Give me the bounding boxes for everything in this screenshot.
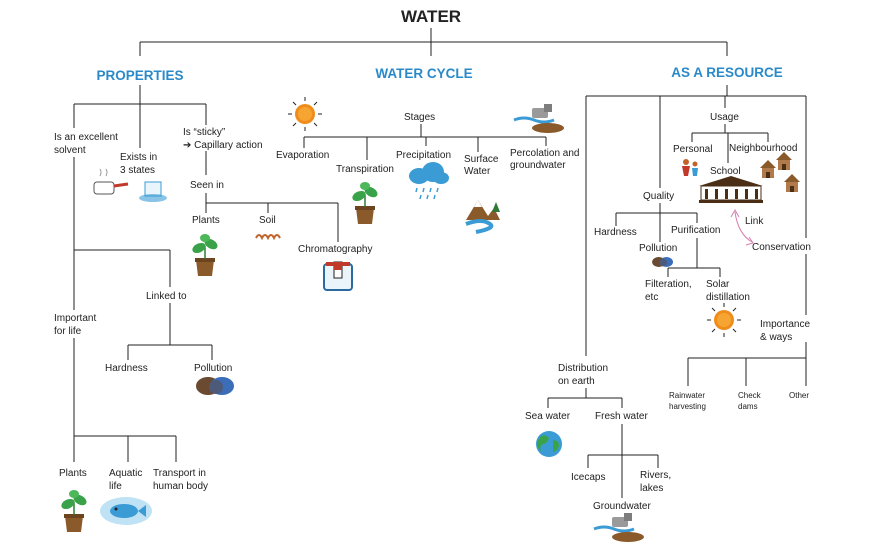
sun-icon (287, 96, 323, 132)
node-purification: Purification (671, 225, 720, 236)
solar-sun-icon (706, 302, 742, 338)
node-res-pollution: Pollution (639, 243, 677, 254)
chromatography-icon (323, 261, 353, 291)
groundwater-tap-icon (592, 511, 646, 544)
family-icon (682, 159, 698, 176)
plant-icon (190, 233, 221, 277)
node-link: Link (745, 216, 764, 227)
node-res-hardness: Hardness (594, 227, 637, 238)
node-sea-water: Sea water (525, 411, 571, 422)
heading-water-cycle: WATER CYCLE (375, 66, 472, 81)
fish-icon (100, 497, 152, 525)
node-distribution: Distribution on earth (558, 363, 611, 387)
node-fresh-water: Fresh water (595, 411, 648, 422)
node-solar-distillation: Solar distillation (706, 279, 750, 303)
node-icecaps: Icecaps (571, 472, 605, 483)
page-title: WATER (401, 7, 461, 26)
node-groundwater: Groundwater (593, 501, 651, 512)
node-three-states: Exists in 3 states (120, 152, 160, 176)
node-chromatography: Chromatography (298, 244, 372, 255)
node-surface-water: Surface Water (464, 154, 501, 177)
node-seen-plants: Plants (192, 215, 220, 226)
node-life-plants: Plants (59, 468, 87, 479)
node-transport: Transport in human body (153, 468, 209, 492)
node-neighbourhood: Neighbourhood (729, 143, 797, 154)
resource-pollution-icon (652, 257, 673, 267)
node-importance: Importance & ways (760, 319, 813, 343)
node-school: School (710, 166, 741, 177)
globe-icon (536, 431, 562, 457)
node-rainwater: Rainwater harvesting (669, 391, 707, 411)
link-arrow (734, 211, 753, 243)
node-solvent: Is an excellent solvent (54, 132, 121, 156)
node-transpiration: Transpiration (336, 164, 394, 175)
node-hardness: Hardness (105, 363, 148, 374)
node-quality: Quality (643, 191, 674, 202)
kettle-icon (93, 168, 129, 195)
tap-icon (512, 102, 566, 135)
transpiration-plant-icon (350, 181, 381, 225)
rain-cloud-icon (409, 162, 449, 200)
soil-icon (255, 234, 281, 241)
heading-as-a-resource: AS A RESOURCE (671, 65, 783, 80)
node-conservation: Conservation (752, 242, 811, 253)
pollution-icon (196, 377, 234, 395)
connector-lines (73, 28, 807, 498)
node-percolation: Percolation and groundwater (510, 148, 582, 171)
node-pollution: Pollution (194, 363, 232, 374)
node-evaporation: Evaporation (276, 150, 329, 161)
neighbourhood-houses-icon (760, 152, 800, 192)
node-usage: Usage (710, 112, 739, 123)
node-soil: Soil (259, 215, 276, 226)
heading-properties: PROPERTIES (96, 68, 183, 83)
node-personal: Personal (673, 144, 712, 155)
node-filteration: Filteration, etc (645, 279, 694, 303)
node-check-dams: Check dams (738, 391, 763, 411)
node-linked-to: Linked to (146, 291, 187, 302)
link-arrowhead-bottom (745, 236, 754, 246)
node-sticky: Is “sticky” ➔ Capillary action (183, 127, 263, 151)
mountain-river-icon (465, 200, 500, 234)
life-plant-icon (59, 489, 90, 533)
link-arrowhead-top (730, 208, 740, 218)
node-aquatic-life: Aquatic life (109, 468, 145, 492)
node-important-for-life: Important for life (54, 313, 99, 337)
node-rivers: Rivers, lakes (640, 470, 674, 494)
node-other: Other (789, 391, 809, 400)
node-stages: Stages (404, 112, 435, 123)
node-seen-in: Seen in (190, 180, 224, 191)
ice-cube-icon (139, 181, 167, 202)
school-building-icon (699, 176, 763, 203)
node-precipitation: Precipitation (396, 150, 451, 161)
